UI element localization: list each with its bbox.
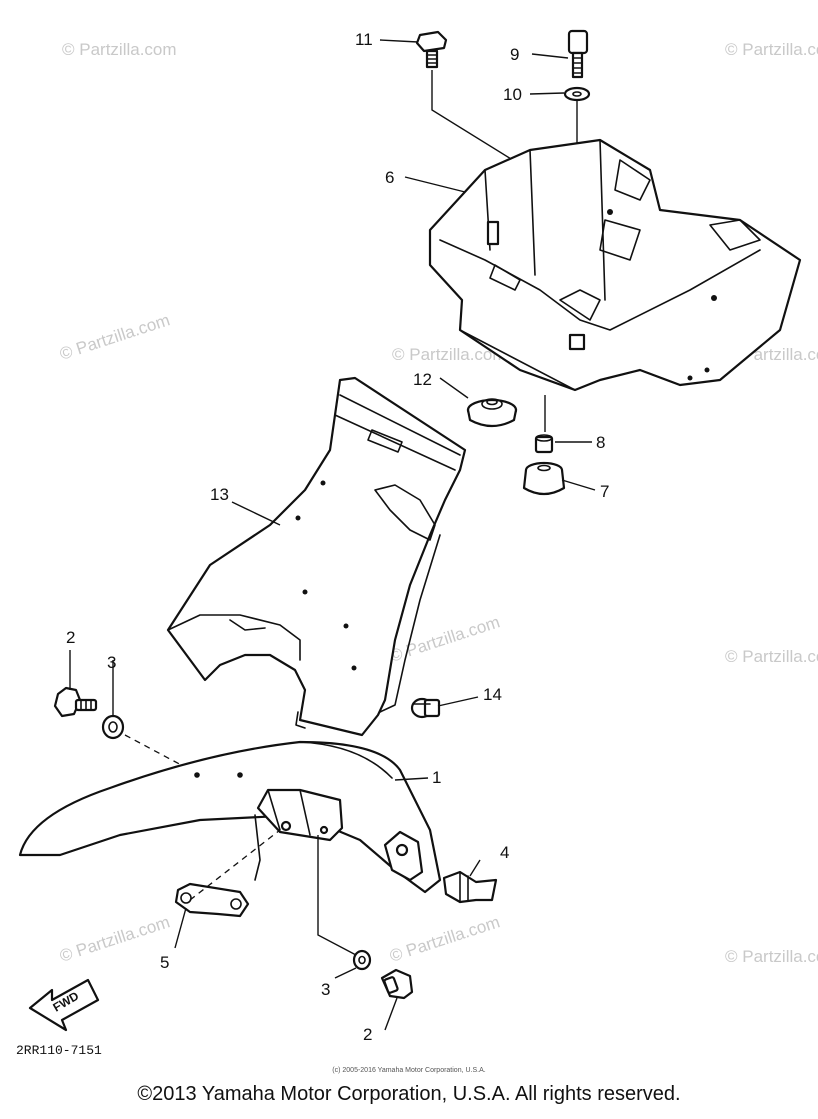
watermark: © Partzilla.com xyxy=(392,345,507,364)
bolt-11 xyxy=(415,30,448,69)
washer-3-upper xyxy=(101,714,125,740)
callout-3-lower: 3 xyxy=(321,980,330,999)
watermark: © Partzilla.com xyxy=(387,912,502,965)
grommet-12 xyxy=(466,398,518,428)
bolt-2-upper xyxy=(53,686,98,718)
callout-7: 7 xyxy=(600,482,609,501)
washer-10 xyxy=(563,86,591,102)
callout-3-upper: 3 xyxy=(107,653,116,672)
callout-11: 11 xyxy=(355,30,373,49)
screw-9 xyxy=(567,29,589,79)
fwd-arrow: FWD xyxy=(28,978,100,1032)
callout-9: 9 xyxy=(510,45,519,64)
watermark: © Partzilla.com xyxy=(62,40,177,59)
callout-4: 4 xyxy=(500,843,509,862)
bracket-axis xyxy=(189,829,281,901)
watermark: © Partzilla.com xyxy=(387,612,502,665)
washer-3-lower xyxy=(352,949,372,971)
watermark: © Partzilla.com xyxy=(725,947,818,966)
callout-10: 10 xyxy=(503,85,522,104)
damper-7 xyxy=(522,461,566,496)
callout-13: 13 xyxy=(210,485,229,504)
callout-12: 12 xyxy=(413,370,432,389)
watermark: © Partzilla.com xyxy=(57,912,172,965)
callout-14: 14 xyxy=(483,685,502,704)
callouts: 11 9 10 6 12 8 7 13 2 3 14 1 4 5 3 2 xyxy=(66,30,609,1044)
watermark: © Partzilla.com xyxy=(725,40,818,59)
collar-8 xyxy=(534,434,554,454)
bolt-4 xyxy=(442,870,498,904)
callout-8: 8 xyxy=(596,433,605,452)
bracket-5 xyxy=(174,882,250,918)
screw-14 xyxy=(410,697,441,719)
leader-lines xyxy=(69,39,596,1031)
copyright-notice: ©2013 Yamaha Motor Corporation, U.S.A. A… xyxy=(137,1083,681,1105)
callout-2-lower: 2 xyxy=(363,1025,372,1044)
battery-box-6 xyxy=(428,138,802,392)
watermark: © Partzilla.com xyxy=(725,647,818,666)
inner-fender-13 xyxy=(166,376,467,737)
callout-6: 6 xyxy=(385,168,394,187)
small-copyright: (c) 2005-2016 Yamaha Motor Corporation, … xyxy=(332,1067,485,1074)
drawing-code: 2RR110-7151 xyxy=(16,1043,102,1058)
front-fender-1 xyxy=(18,740,442,894)
callout-2-upper: 2 xyxy=(66,628,75,647)
callout-1: 1 xyxy=(432,768,441,787)
bolt-2-lower xyxy=(380,968,414,1000)
callout-5: 5 xyxy=(160,953,169,972)
watermark: © Partzilla.com xyxy=(57,310,172,363)
